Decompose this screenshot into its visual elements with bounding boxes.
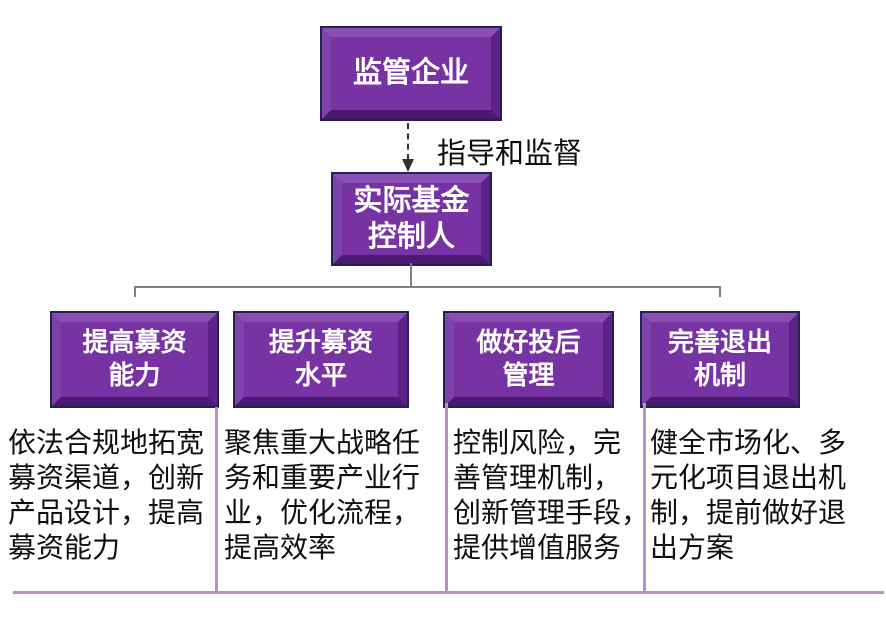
connector-crossbar (134, 286, 721, 288)
connector-drop-left (134, 286, 136, 297)
description-fundraising-level: 聚焦重大战略任 务和重要产业行 业，优化流程， 提高效率 (224, 428, 421, 564)
description-exit-mechanism: 健全市场化、多 元化项目退出机 制，提前做好退 出方案 (650, 428, 847, 564)
bottom-rule (13, 591, 884, 594)
description-fundraising-ability: 依法合规地拓宽 募资渠道，创新 产品设计，提高 募资能力 (8, 428, 205, 564)
node-fundraising-ability: 提高募资 能力 (52, 313, 217, 406)
node-fund-controller: 实际基金 控制人 (333, 174, 490, 264)
node-fundraising-ability-label: 提高募资 能力 (82, 328, 187, 390)
column-divider-1 (215, 407, 218, 592)
node-post-investment: 做好投后 管理 (445, 313, 612, 406)
node-fundraising-level-label: 提升募资 水平 (268, 328, 373, 390)
dashed-arrow-line (407, 123, 409, 160)
node-regulator-label: 监管企业 (352, 57, 469, 90)
node-regulator: 监管企业 (322, 28, 500, 119)
node-post-investment-label: 做好投后 管理 (476, 328, 581, 390)
description-post-investment: 控制风险，完 善管理机制， 创新管理手段， 提供增值服务 (453, 428, 650, 564)
arrow-label: 指导和监督 (437, 138, 583, 170)
node-exit-mechanism: 完善退出 机制 (642, 313, 798, 406)
node-fund-controller-label: 实际基金 控制人 (353, 184, 470, 253)
connector-drop-right (719, 286, 721, 297)
arrow-head-icon (402, 159, 414, 172)
connector-stem (410, 263, 412, 288)
column-divider-2 (445, 403, 448, 592)
node-exit-mechanism-label: 完善退出 机制 (667, 328, 772, 390)
column-divider-3 (643, 403, 646, 592)
node-fundraising-level: 提升募资 水平 (235, 313, 407, 406)
